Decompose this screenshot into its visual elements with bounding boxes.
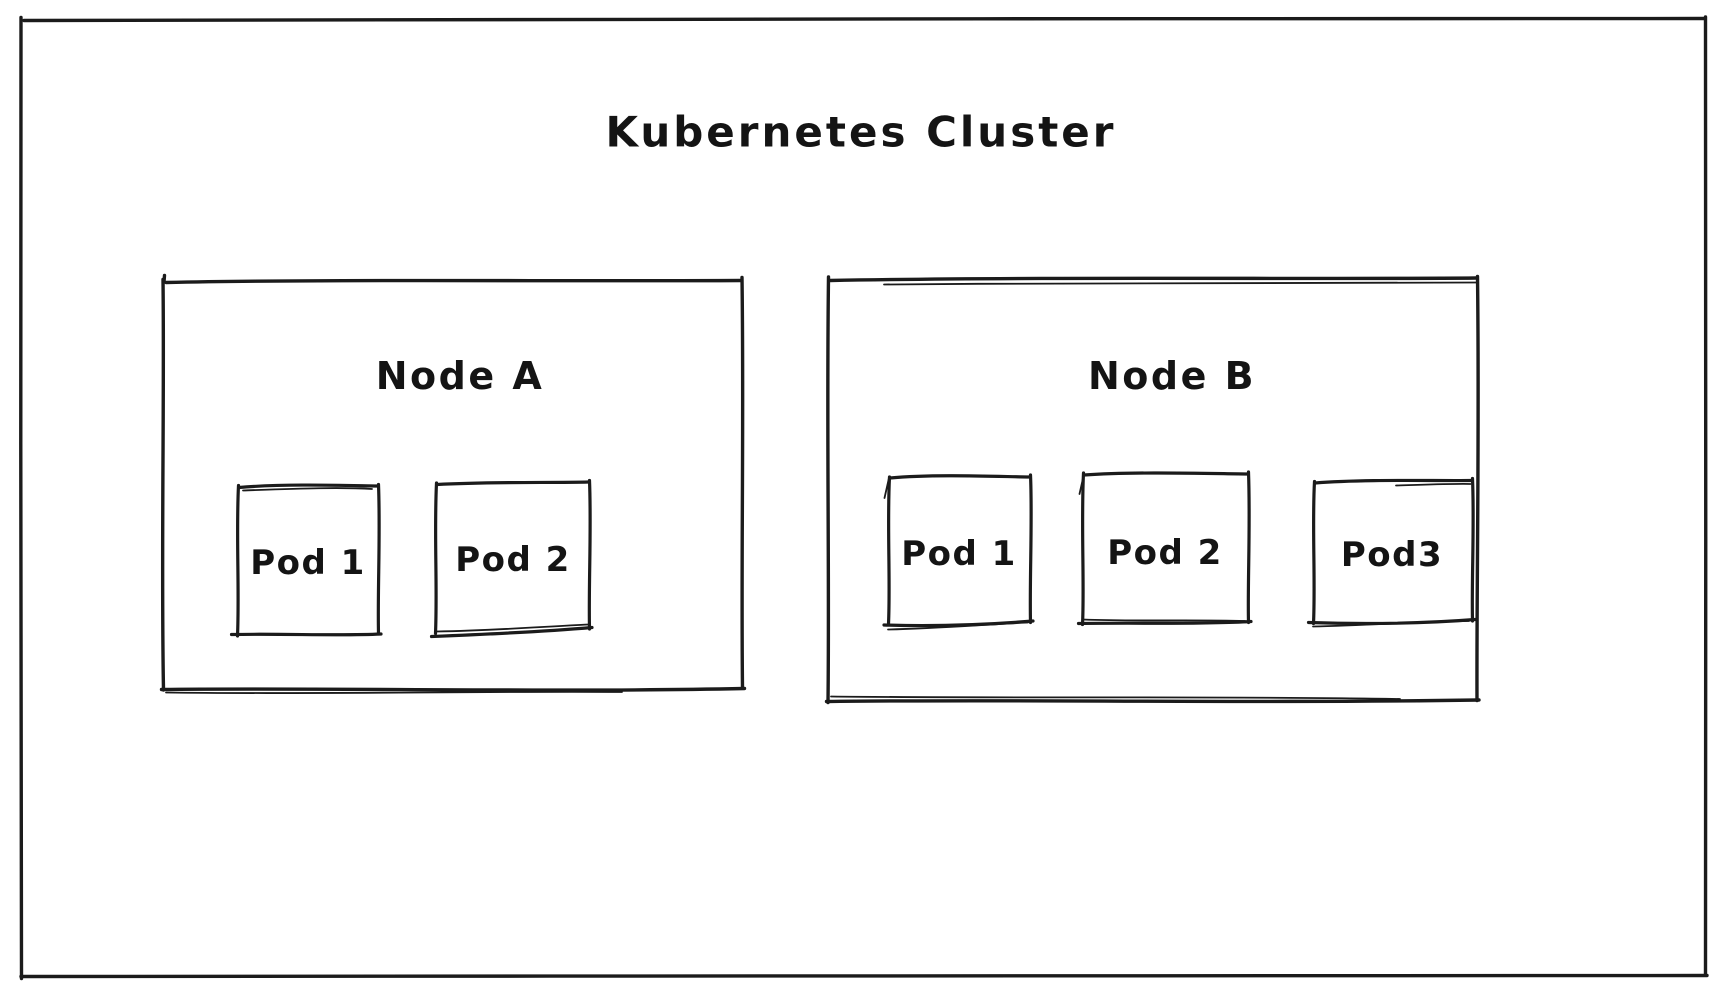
node-b-pod-1-label: Pod 1 xyxy=(901,534,1017,574)
cluster-frame-box xyxy=(18,15,1709,981)
node-b-box xyxy=(824,274,1481,705)
node-b-pod-2-box xyxy=(1076,470,1253,627)
node-a-pod-1-box xyxy=(229,482,383,638)
node-b-label: Node B xyxy=(1087,354,1257,398)
node-b-pod-2-label: Pod 2 xyxy=(1107,533,1223,573)
node-a-pod-1-label: Pod 1 xyxy=(250,543,366,583)
node-a-box xyxy=(159,273,747,695)
node-b-pod-3-box xyxy=(1306,476,1477,628)
node-b-pod-1-box xyxy=(882,473,1035,631)
node-a-pod-2-box xyxy=(429,478,594,639)
node-a-pod-2-label: Pod 2 xyxy=(455,540,571,580)
node-b-pod-3-label: Pod3 xyxy=(1340,535,1444,575)
node-a-label: Node A xyxy=(375,354,545,398)
diagram-title: Kubernetes Cluster xyxy=(605,107,1117,157)
